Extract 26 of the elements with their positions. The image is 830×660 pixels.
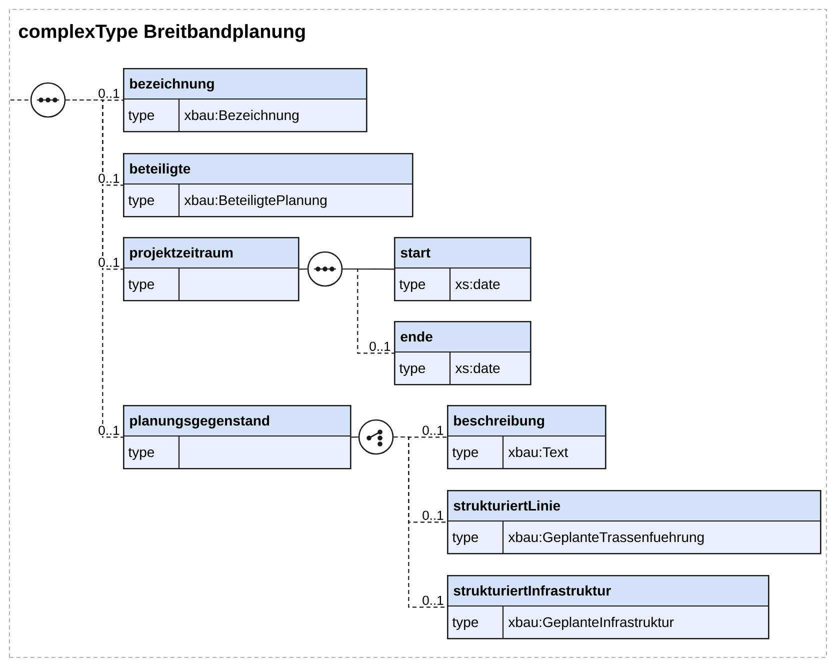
element-box: beschreibung type xbau:Text — [447, 405, 606, 470]
edge-label: 0..1 — [421, 594, 445, 606]
element-box: beteiligte type xbau:BeteiligtePlanung — [123, 153, 414, 218]
edge-label: 0..1 — [97, 256, 121, 268]
edge-label: 0..1 — [421, 510, 445, 521]
connector-line — [66, 99, 123, 438]
sequence-symbol — [307, 251, 343, 287]
choice-symbol — [358, 419, 394, 455]
connector-line — [351, 436, 358, 438]
element-box: strukturiertLinie type xbau:GeplanteTrassenfuehrung — [447, 490, 822, 554]
element-box: projektzeitraum type — [123, 237, 300, 302]
connector-line — [342, 268, 394, 354]
connector-line — [394, 436, 447, 608]
edge-label: 0..1 — [421, 424, 445, 436]
edge-label: 0..1 — [97, 424, 121, 436]
edge-label: 0..1 — [97, 172, 121, 184]
element-box: ende type xs:date — [394, 321, 532, 386]
element-box: start type xs:date — [394, 237, 532, 302]
sequence-symbol — [30, 82, 66, 118]
element-box: strukturiertInfrastruktur type xbau:GeplanteInfrastruktur — [447, 575, 770, 640]
edge-label: 0..1 — [368, 340, 392, 352]
connector-line — [10, 99, 30, 101]
element-box: bezeichnung type xbau:Bezeichnung — [123, 68, 368, 132]
element-box: planungsgegenstand type — [123, 405, 352, 470]
edge-label: 0..1 — [97, 88, 121, 99]
connector-line — [299, 268, 308, 270]
